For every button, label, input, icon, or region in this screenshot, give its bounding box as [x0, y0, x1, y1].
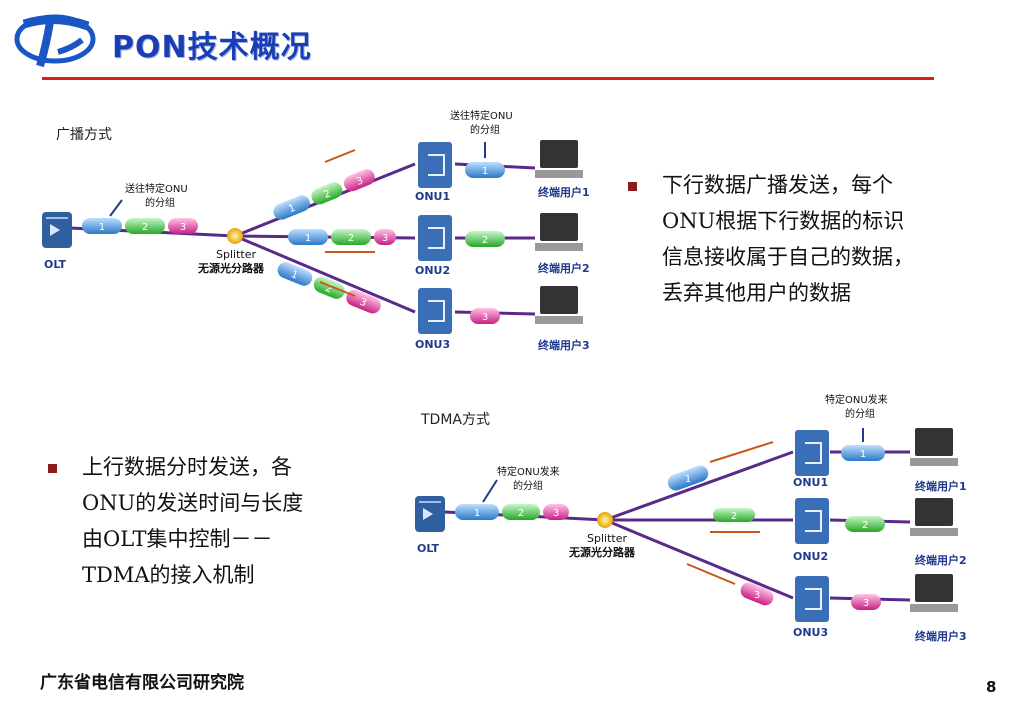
bullet-line: 丢弃其他用户的数据 — [662, 281, 851, 305]
splitter-icon — [227, 228, 243, 244]
svg-text:3: 3 — [355, 175, 365, 188]
packet-number: 1 — [99, 222, 105, 233]
upstream-packet — [667, 465, 709, 491]
svg-text:3: 3 — [863, 598, 869, 609]
splitter-sublabel: 无源光分路器 — [568, 545, 636, 559]
onu-devices — [418, 142, 452, 334]
user-label: 终端用户2 — [538, 261, 590, 275]
svg-text:2: 2 — [324, 283, 334, 296]
footer-organization: 广东省电信有限公司研究院 — [40, 673, 244, 693]
svg-text:1: 1 — [482, 166, 488, 177]
olt-device-icon — [415, 496, 445, 532]
broadcast-mode-label: 广播方式 — [56, 127, 112, 143]
bullet-line: ONU的发送时间与长度 — [82, 491, 304, 515]
svg-text:2: 2 — [518, 508, 524, 519]
branch-packets-2: 1 2 3 — [288, 229, 396, 245]
direction-arrows — [686, 441, 774, 585]
bullet-line: 上行数据分时发送，各 — [82, 455, 292, 479]
olt-packet-train: 1 2 3 — [455, 504, 569, 520]
splitter-label: Splitter — [587, 532, 627, 545]
olt-label: OLT — [44, 258, 67, 271]
branch-packets-3: 1 2 3 — [277, 262, 381, 314]
splitter-sublabel: 无源光分路器 — [197, 261, 265, 275]
svg-text:3: 3 — [482, 312, 488, 323]
onu-label: ONU2 — [415, 264, 450, 277]
broadcast-diagram: OLT Splitter 无源光分路器 1 2 3 送往特定ONU 的分组 1 … — [42, 109, 590, 352]
onu-packet — [845, 516, 885, 532]
svg-text:3: 3 — [553, 508, 559, 519]
bullet-line: ONU根据下行数据的标识 — [662, 209, 905, 233]
callout-arrow — [109, 199, 123, 217]
direction-arrows — [319, 149, 375, 297]
svg-text:2: 2 — [482, 235, 488, 246]
user-label: 终端用户1 — [915, 479, 967, 493]
tdma-diagram: OLT Splitter 无源光分路器 1 2 3 特定ONU发来 的分组 1 … — [415, 393, 967, 643]
bullet-line: TDMA的接入机制 — [82, 563, 255, 587]
onu-label: ONU3 — [793, 626, 828, 639]
olt-label: OLT — [417, 542, 440, 555]
olt-packet-train: 1 2 3 — [82, 218, 198, 234]
splitter-label: Splitter — [216, 248, 256, 261]
tdma-mode-label: TDMA方式 — [421, 412, 490, 428]
page-number: 8 — [986, 678, 997, 696]
page-title: PON技术概况 — [112, 30, 312, 65]
bullet-line: 信息接收属于自己的数据， — [662, 245, 914, 269]
svg-text:1: 1 — [685, 474, 691, 485]
onu-label: ONU1 — [415, 190, 450, 203]
olt-callout: 送往特定ONU 的分组 — [125, 182, 191, 209]
onu-label: ONU3 — [415, 338, 450, 351]
olt-callout-line2: 的分组 — [145, 196, 175, 209]
user-label: 终端用户1 — [538, 185, 590, 199]
bullet-marker — [48, 464, 57, 473]
onu-label: ONU2 — [793, 550, 828, 563]
upstream-text: 上行数据分时发送，各 ONU的发送时间与长度 由OLT集中控制－－ TDMA的接… — [82, 449, 382, 593]
delivered-packet — [465, 162, 505, 178]
svg-text:2: 2 — [348, 233, 354, 244]
company-logo — [14, 14, 96, 68]
svg-text:3: 3 — [754, 590, 760, 601]
user-label: 终端用户2 — [915, 553, 967, 567]
onu-packet — [851, 594, 881, 610]
branch-packets-1: 1 2 3 — [273, 169, 375, 220]
svg-text:2: 2 — [322, 188, 332, 201]
title-divider — [42, 77, 934, 80]
delivered-packet — [465, 231, 505, 247]
upstream-packet — [713, 508, 755, 522]
svg-text:3: 3 — [358, 297, 368, 310]
onu-callout: 送往特定ONU 的分组 — [450, 109, 516, 136]
delivered-packet — [470, 308, 500, 324]
svg-text:1: 1 — [289, 269, 299, 282]
onu-packet — [841, 445, 885, 461]
olt-callout-line1: 送往特定ONU — [125, 182, 188, 195]
computer-icon — [535, 140, 583, 324]
svg-text:3: 3 — [382, 233, 388, 244]
user-label: 终端用户3 — [915, 629, 967, 643]
onu-label: ONU1 — [793, 476, 828, 489]
svg-text:1: 1 — [305, 233, 311, 244]
svg-text:1: 1 — [474, 508, 480, 519]
packet-number: 3 — [180, 222, 186, 233]
computer-icon — [910, 428, 958, 612]
packet-number: 2 — [142, 222, 148, 233]
svg-text:1: 1 — [860, 449, 866, 460]
bullet-line: 下行数据广播发送，每个 — [662, 173, 893, 197]
upstream-packet — [740, 582, 774, 606]
onu-callout: 特定ONU发来 的分组 — [825, 393, 891, 420]
onu-devices — [795, 430, 829, 622]
downstream-text: 下行数据广播发送，每个 ONU根据下行数据的标识 信息接收属于自己的数据， 丢弃… — [662, 167, 1002, 311]
svg-text:2: 2 — [731, 511, 737, 522]
olt-device-icon — [42, 212, 72, 248]
svg-text:1: 1 — [287, 203, 297, 216]
splitter-icon — [597, 512, 613, 528]
bullet-line: 由OLT集中控制－－ — [82, 527, 273, 551]
bullet-marker — [628, 182, 637, 191]
olt-callout: 特定ONU发来 的分组 — [497, 465, 563, 492]
svg-text:2: 2 — [862, 520, 868, 531]
user-label: 终端用户3 — [538, 338, 590, 352]
